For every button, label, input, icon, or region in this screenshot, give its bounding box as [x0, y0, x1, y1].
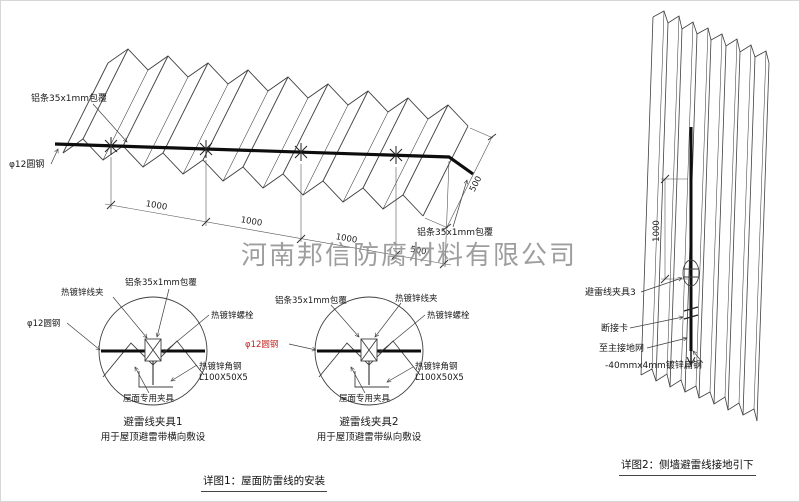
clamp2-label-strip: 铝条35x1mm包覆: [275, 295, 347, 306]
clamp2-label-angle-steel: 热镀锌角钢: [415, 361, 458, 372]
dim-500-b: 500: [468, 175, 484, 194]
roof-valley-lines: [102, 69, 429, 210]
roof-ridge-lines: [82, 48, 449, 196]
clamp1-leader-wire-clip: [112, 296, 148, 339]
roof-far-edge: [107, 48, 469, 127]
clamp1-label-angle-spec: L100X50X5: [199, 373, 248, 383]
roof-isometric-view: [62, 48, 469, 217]
clamp1-leader-strip: [155, 288, 170, 338]
leader-strip-top: [92, 103, 128, 143]
clamp1-label-roof-clamp: 屋面专用夹具: [123, 393, 175, 404]
clamp2-leader-bolt: [378, 314, 426, 354]
wall-dimension: [660, 174, 688, 284]
clamp1-label-bolt: 热镀锌螺栓: [211, 310, 254, 321]
dim-1000-c: 1000: [335, 232, 358, 246]
clamp2-cross: [360, 338, 378, 362]
roof-left-edge: [62, 62, 109, 154]
leader-to-ground: [646, 336, 688, 349]
clamp2-label-angle-spec: L100X50X5: [415, 373, 464, 383]
leader-disconnect: [629, 315, 684, 329]
clamp2-angle-steel: [354, 371, 389, 388]
dim-500-a: 500: [409, 245, 427, 258]
clamp1-leader-roof-clamp: [134, 366, 150, 394]
detail2-caption: 详图2：侧墙避雷线接地引下: [619, 457, 756, 476]
wall-dim-1000: 1000: [652, 220, 662, 242]
dim-1000-a: 1000: [145, 199, 168, 213]
clamp2-leader-round-steel: [288, 343, 317, 352]
wall-down-conductor: [682, 127, 700, 367]
clamp1-leader-bolt: [162, 314, 210, 354]
wall-peak-fold-lines: [651, 10, 767, 410]
roof-dimensions: [104, 127, 497, 269]
clamp1-detail-circle: [98, 296, 208, 406]
wall-top-zigzag: [652, 10, 770, 64]
wall-label-disconnect: 断接卡: [601, 322, 628, 334]
wall-clamp-plates: [684, 268, 698, 278]
roof-leaders: [50, 103, 469, 228]
leader-strip-bottom: [452, 179, 469, 228]
wire-clamp-marks: [104, 137, 403, 164]
roof-right-edge: [422, 125, 469, 217]
clamp2-label-wire-clip: 热镀锌线夹: [395, 293, 438, 304]
clamp2-leader-angle: [386, 366, 414, 383]
dim-right-line: [446, 136, 493, 228]
company-watermark: 河南邦信防腐材料有限公司: [241, 241, 578, 271]
clamp2-leader-strip: [330, 304, 360, 338]
label-round-steel-roof: φ12圆钢: [9, 158, 44, 170]
clamp2-leader-wire-clip: [374, 302, 402, 338]
clamp1-leader-round-steel: [66, 322, 101, 351]
wall-clamp-balloon: [682, 259, 700, 287]
detail1-caption: 详图1：屋面防雷线的安装: [201, 473, 328, 492]
clamp2-detail: [314, 296, 424, 406]
wall-dim-ticks: [660, 174, 670, 284]
clamp2-leader-roof-clamp: [350, 366, 366, 394]
clamp1-label-wire-clip: 热镀锌线夹: [61, 287, 104, 298]
clamp1-angle-steel: [138, 371, 173, 388]
clamp1-label-strip: 铝条35x1mm包覆: [125, 277, 197, 288]
leader-clamp3: [640, 277, 683, 293]
dim-extension-lines: [110, 157, 450, 268]
clamp1-title: 避雷线夹具1: [123, 415, 182, 428]
label-aluminum-strip-top: 铝条35x1mm包覆: [31, 92, 107, 104]
clamp1-subtitle: 用于屋顶避雷带横向敷设: [101, 431, 206, 443]
clamp1-label-round-steel: φ12圆钢: [27, 318, 60, 329]
clamp1-cross: [144, 338, 162, 362]
clamp2-leaders: [288, 302, 426, 394]
clamp1-detail: [98, 296, 208, 406]
wall-leaders: [629, 277, 704, 364]
label-aluminum-strip-bottom: 铝条35x1mm包覆: [417, 226, 493, 238]
leader-round-steel: [50, 148, 59, 165]
dim-chain-line: [104, 203, 452, 266]
clamp2-label-round-steel: φ12圆钢: [245, 339, 278, 350]
roof-lightning-wire: [54, 137, 474, 176]
clamp1-label-angle-steel: 热镀锌角钢: [199, 361, 242, 372]
leader-flat-steel: [692, 350, 704, 364]
dim-1000-b: 1000: [240, 215, 263, 229]
clamp1-leader-angle: [170, 364, 198, 382]
wall-label-flat-steel: -40mmx4mm镀锌扁钢: [605, 359, 702, 371]
wall-view: [640, 10, 770, 422]
dim-ticks: [106, 200, 449, 269]
clamp1-leaders: [66, 288, 210, 394]
clamp2-title: 避雷线夹具2: [339, 415, 398, 428]
clamp2-label-bolt: 热镀锌螺栓: [427, 310, 470, 321]
dim-right-ticks: [442, 133, 497, 231]
wall-label-clamp3: 避雷线夹具3: [585, 286, 636, 298]
wall-label-to-ground: 至主接地网: [599, 342, 644, 354]
disconnect-card-symbol: [683, 306, 699, 320]
dim-right-extensions: [424, 127, 494, 229]
clamp2-subtitle: 用于屋顶避雷带纵向敷设: [317, 431, 422, 443]
clamp2-label-roof-clamp: 屋面专用夹具: [339, 393, 391, 404]
lightning-wire: [54, 142, 474, 176]
